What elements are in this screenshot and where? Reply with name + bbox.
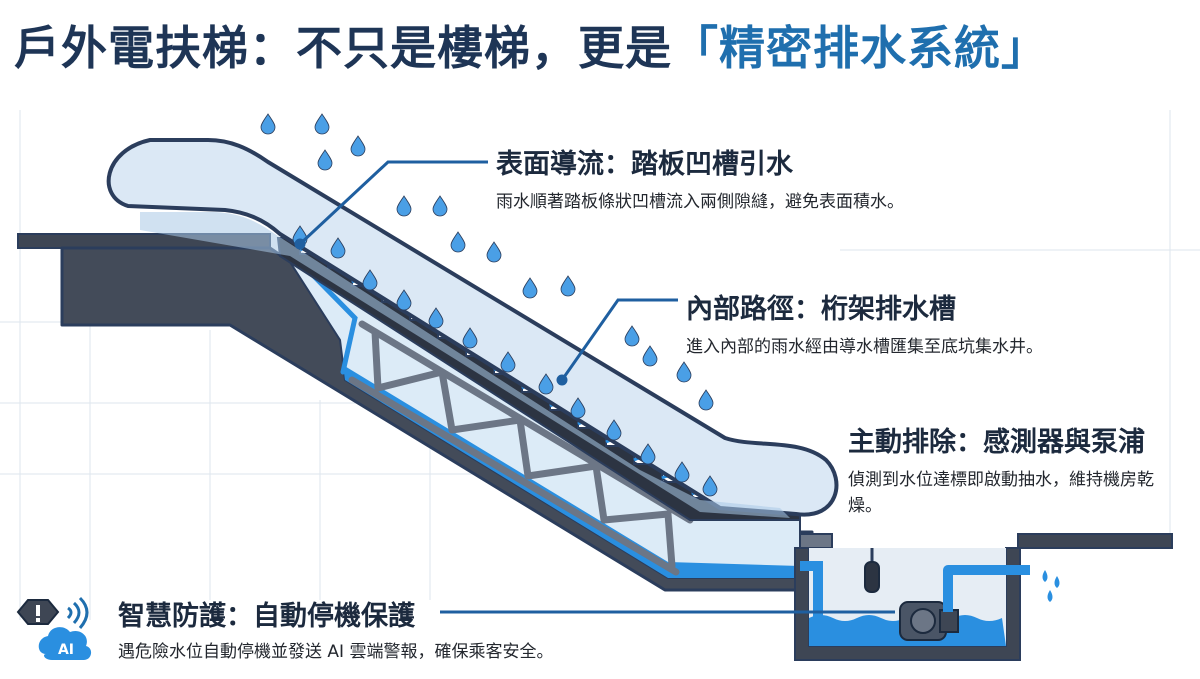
warning-icon <box>16 599 60 625</box>
discharge-drops <box>1042 570 1060 602</box>
callout-active-text: 偵測到水位達標即啟動抽水，維持機房乾燥。 <box>848 470 1154 516</box>
title-highlight: 「精密排水系統」 <box>672 21 1048 75</box>
handrail-inner-panel <box>140 212 790 518</box>
drain-pipe <box>800 561 823 620</box>
water-level-sensor-icon <box>864 548 880 593</box>
callout-surface-heading: 表面導流：踏板凹槽引水 <box>496 149 793 180</box>
wireless-signal-icon <box>66 596 89 629</box>
callout-active-removal: 主動排除：感測器與泵浦 偵測到水位達標即啟動抽水，維持機房乾燥。 <box>848 420 1178 519</box>
callout-internal-heading: 內部路徑：桁架排水槽 <box>686 294 956 325</box>
callout-internal-text: 進入內部的雨水經由導水槽匯集至底坑集水井。 <box>686 337 1043 357</box>
callout-smart-heading: 智慧防護：自動停機保護 <box>118 601 415 632</box>
callout-smart-protection: 智慧防護：自動停機保護 遇危險水位自動停機並發送 AI 雲端警報，確保乘客安全。 <box>118 594 553 665</box>
right-floor-slab <box>1017 533 1173 549</box>
callout-internal-path: 內部路徑：桁架排水槽 進入內部的雨水經由導水槽匯集至底坑集水井。 <box>686 287 1043 360</box>
callout-smart-text: 遇危險水位自動停機並發送 AI 雲端警報，確保乘客安全。 <box>118 642 554 662</box>
leader-internal <box>560 298 678 381</box>
title-main: 戶外電扶梯：不只是樓梯，更是 <box>14 21 672 75</box>
page-title: 戶外電扶梯：不只是樓梯，更是「精密排水系統」 <box>14 12 1048 78</box>
handrail <box>106 138 839 517</box>
cloud-icon: AI <box>38 627 92 660</box>
leader-lines <box>294 160 895 614</box>
callout-surface-drainage: 表面導流：踏板凹槽引水 雨水順著踏板條狀凹槽流入兩側隙縫，避免表面積水。 <box>496 142 904 215</box>
pump-icon <box>899 601 959 641</box>
callout-surface-text: 雨水順著踏板條狀凹槽流入兩側隙縫，避免表面積水。 <box>496 192 904 212</box>
lower-floor-slab <box>799 533 833 549</box>
callout-active-heading: 主動排除：感測器與泵浦 <box>848 427 1145 458</box>
discharge-pipe <box>943 565 1030 612</box>
cloud-label: AI <box>58 642 74 658</box>
leader-surface <box>298 160 488 246</box>
truss-members <box>348 320 694 576</box>
